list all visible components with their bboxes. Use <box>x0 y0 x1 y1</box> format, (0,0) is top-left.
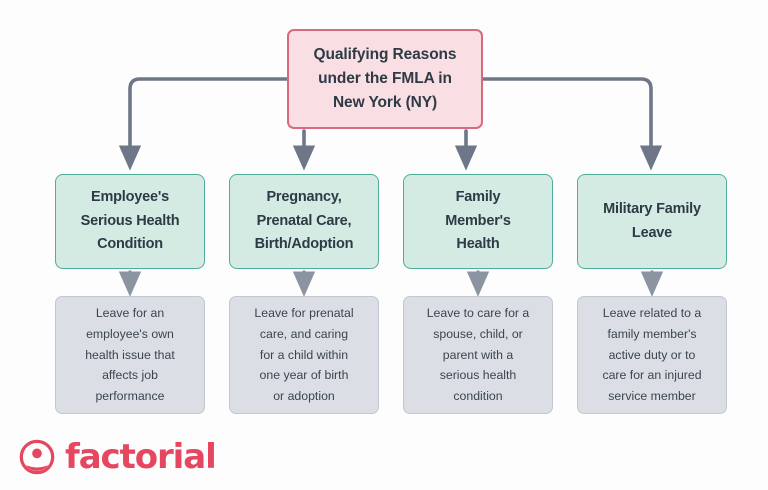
detail-node-text: Leave to care for a spouse, child, or pa… <box>426 306 530 403</box>
category-node-label: Military Family Leave <box>603 201 701 241</box>
category-node-pregnancy-prenatal-care-birth-adoption: Pregnancy, Prenatal Care, Birth/Adoption <box>229 174 379 269</box>
factorial-logo: factorial <box>18 437 217 477</box>
category-node-label: Pregnancy, Prenatal Care, Birth/Adoption <box>254 189 354 253</box>
category-node-label: Employee's Serious Health Condition <box>80 189 180 253</box>
detail-node-text: Leave for an employee's own health issue… <box>85 306 175 403</box>
detail-node-text: Leave related to a family member's activ… <box>602 306 702 403</box>
detail-node-employee-serious-health-condition: Leave for an employee's own health issue… <box>55 296 205 414</box>
category-node-employee-serious-health-condition: Employee's Serious Health Condition <box>55 174 205 269</box>
detail-node-military-family-leave: Leave related to a family member's activ… <box>577 296 727 414</box>
category-node-family-members-health: Family Member's Health <box>403 174 553 269</box>
root-node-label: Qualifying Reasons under the FMLA in New… <box>313 45 457 111</box>
factorial-logo-wordmark: factorial <box>65 437 217 477</box>
connector-root-to-category-0 <box>118 77 289 171</box>
connector-root-to-category-3 <box>481 77 663 171</box>
category-node-military-family-leave: Military Family Leave <box>577 174 727 269</box>
factorial-logo-icon <box>19 439 55 475</box>
root-node: Qualifying Reasons under the FMLA in New… <box>287 29 483 129</box>
detail-node-pregnancy-prenatal-care-birth-adoption: Leave for prenatal care, and caring for … <box>229 296 379 414</box>
detail-node-text: Leave for prenatal care, and caring for … <box>254 306 354 403</box>
category-node-label: Family Member's Health <box>445 189 511 253</box>
detail-node-family-members-health: Leave to care for a spouse, child, or pa… <box>403 296 553 414</box>
